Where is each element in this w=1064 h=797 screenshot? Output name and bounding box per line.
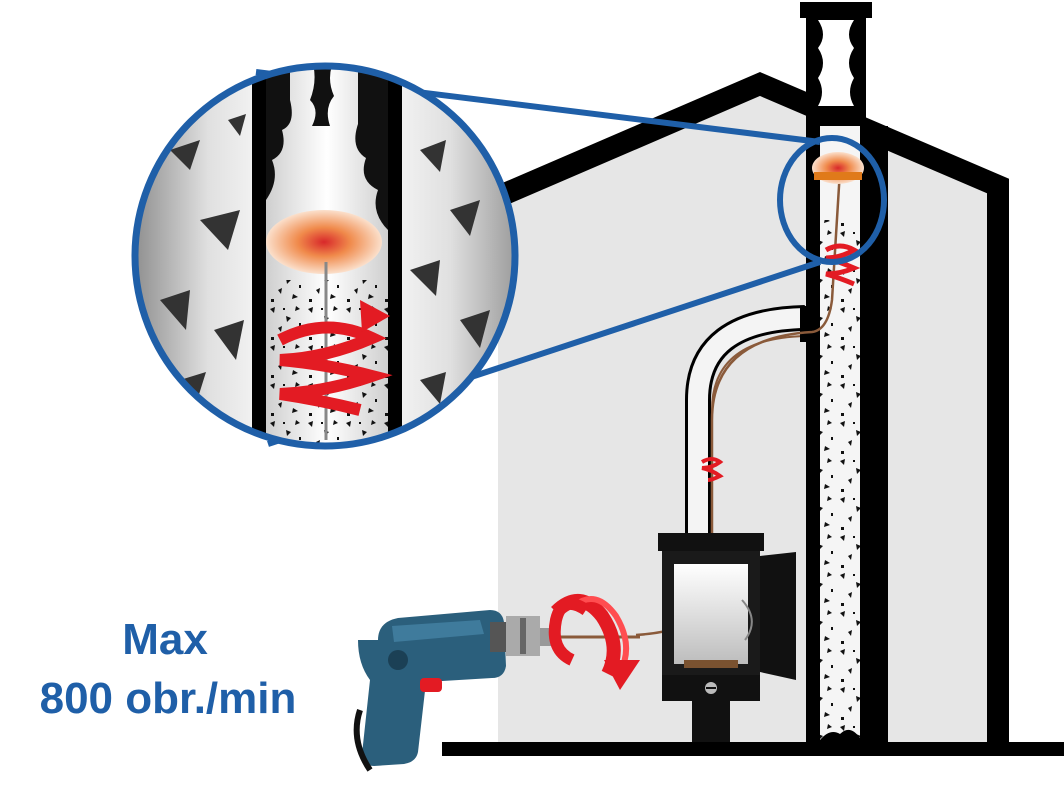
rotation-arrow-icon: [548, 594, 640, 690]
brush-icon: [812, 152, 864, 184]
house-floor: [442, 742, 1064, 756]
speed-caption-rpm: 800 obr./min: [39, 674, 297, 723]
magnifier-lens: [131, 62, 519, 450]
rotation-arrow-icon: [700, 457, 724, 482]
drill-icon: [353, 610, 640, 772]
stove-icon: [658, 533, 796, 742]
soot-particles-icon: [820, 220, 860, 740]
speed-caption-max: Max: [122, 615, 208, 664]
chimney-icon: [800, 2, 888, 746]
